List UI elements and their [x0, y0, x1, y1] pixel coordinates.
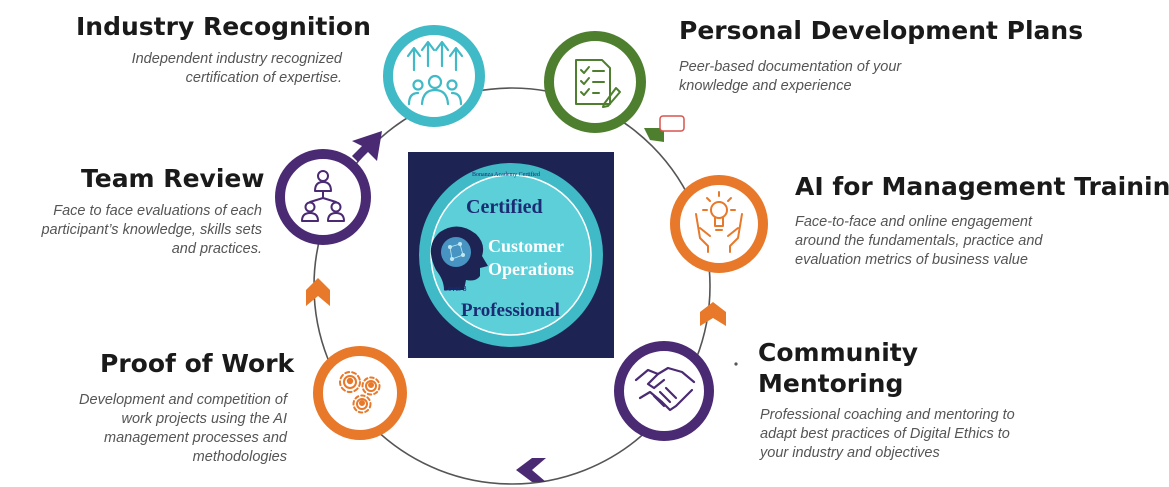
proof-of-work-title: Proof of Work	[100, 349, 295, 378]
ai-for-management-training-description: Face-to-face and online engagement aroun…	[795, 214, 1043, 268]
node-ai-for-management-training	[670, 175, 768, 273]
center-badge	[408, 152, 614, 358]
badge-operations: Operations	[488, 259, 575, 279]
community-mentoring-title-line1: Community	[758, 338, 919, 367]
personal-development-plans-description: Peer-based documentation of your knowled…	[679, 59, 902, 94]
industry-recognition-description: Independent industry recognized certific…	[131, 51, 342, 86]
cycle-arrow-up	[306, 278, 330, 306]
badge-certified: Certified	[466, 196, 543, 218]
team-arrows-icon	[406, 40, 464, 106]
team-review-description: Face to face evaluations of each partici…	[41, 203, 262, 257]
community-mentoring-description: Professional coaching and mentoring to a…	[760, 407, 1015, 461]
team-hierarchy-icon	[301, 170, 345, 222]
handshake-icon	[634, 366, 696, 412]
cycle-arrow-up-right	[352, 131, 382, 162]
cycle-arrow-left	[516, 458, 546, 482]
team-review-title: Team Review	[81, 164, 265, 193]
badge-inner-ring	[430, 174, 592, 336]
community-mentoring-title-line2: Mentoring	[758, 369, 904, 398]
badge-professional: Professional	[461, 300, 560, 321]
proof-of-work-description: Development and competition of work proj…	[79, 392, 287, 465]
node-community-mentoring	[614, 341, 714, 441]
cycle-arrow-down	[700, 302, 726, 326]
speech-marker	[659, 115, 685, 132]
node-team-review	[275, 149, 371, 245]
head-brain-icon	[430, 226, 488, 290]
ai-for-management-training-title: AI for Management Training	[795, 172, 1169, 201]
lightbulb-hands-icon	[695, 191, 743, 253]
badge-top-arc-text: Bonanza Academy Certified	[472, 172, 540, 178]
badge-level: Level 3	[444, 286, 467, 293]
industry-recognition-title: Industry Recognition	[76, 12, 371, 41]
badge-customer: Customer	[488, 236, 564, 256]
checklist-document-icon	[575, 59, 621, 108]
node-personal-development-plans	[544, 31, 646, 133]
personal-development-plans-title: Personal Development Plans	[679, 16, 1084, 45]
cycle-arrow-down-left	[644, 128, 664, 142]
gears-people-icon	[339, 371, 381, 414]
node-proof-of-work	[313, 346, 407, 440]
node-industry-recognition	[383, 25, 485, 127]
